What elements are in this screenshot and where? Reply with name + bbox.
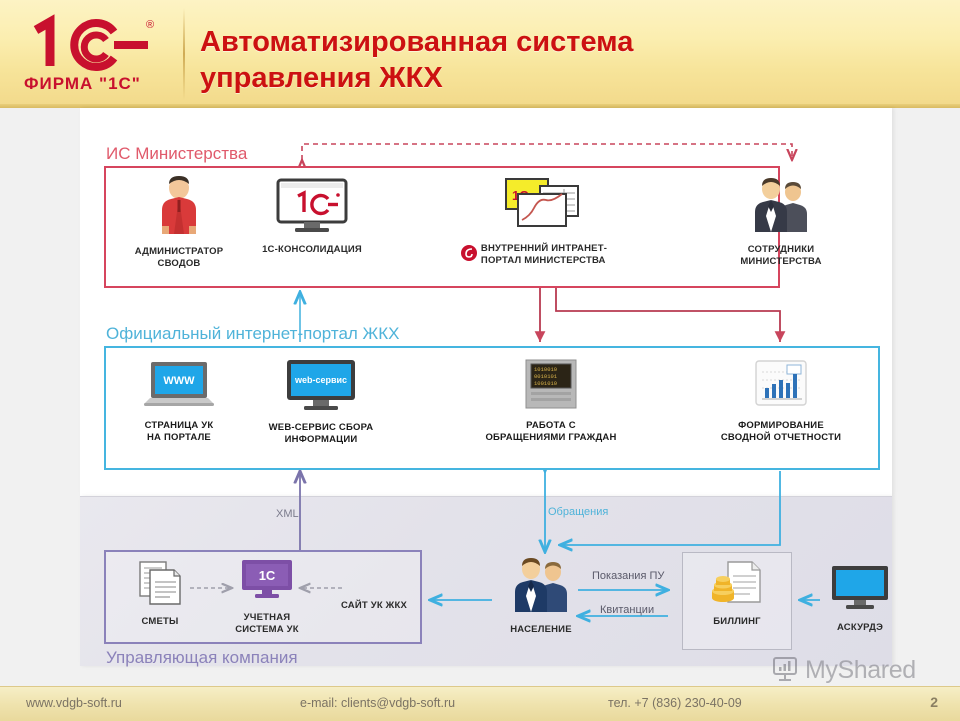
node-label: БИЛЛИНГ — [713, 616, 761, 627]
company-logo: ® ФИРМА "1С" — [10, 4, 182, 104]
node-label: ВНУТРЕННИЙ ИНТРАНЕТ- ПОРТАЛ МИНИСТЕРСТВА — [480, 243, 608, 266]
node-label: WEB-СЕРВИС СБОРА ИНФОРМАЦИИ — [268, 422, 374, 445]
laptop-screen-text: WWW — [163, 375, 195, 387]
section-title-company: Управляющая компания — [106, 648, 298, 667]
two-people-suits-icon — [726, 176, 836, 239]
footer-website[interactable]: www.vdgb-soft.ru — [26, 696, 122, 710]
monitor-blue-icon — [818, 564, 902, 617]
bar-chart-doc-icon — [706, 358, 856, 415]
node-population[interactable]: НАСЕЛЕНИЕ — [498, 556, 584, 636]
page-title: Автоматизированная система управления ЖК… — [200, 24, 940, 96]
node-ministry-employees[interactable]: СОТРУДНИКИ МИНИСТЕРСТВА — [726, 176, 836, 268]
header-divider — [183, 8, 185, 100]
watermark-label: MyShared — [805, 656, 916, 684]
node-billing[interactable]: БИЛЛИНГ — [694, 560, 780, 628]
node-administrator[interactable]: АДМИНИСТРАТОР СВОДОВ — [124, 176, 234, 270]
node-web-service[interactable]: web-сервис WEB-СЕРВИС СБОРА ИНФОРМАЦИИ — [256, 358, 386, 446]
section-box-ministry — [104, 166, 780, 288]
slide-header: ® ФИРМА "1С" Автоматизированная система … — [0, 0, 960, 108]
page-number: 2 — [930, 694, 938, 710]
windows-charts-icon: 1C — [452, 176, 616, 237]
edge-label-receipts: Квитанции — [600, 604, 655, 616]
presentation-chart-icon — [770, 653, 800, 688]
monitor-screen-text: web-сервис — [294, 375, 347, 385]
edge-label-xml: XML — [276, 508, 299, 520]
footer-email[interactable]: e-mail: clients@vdgb-soft.ru — [300, 696, 456, 710]
node-label: САЙТ УК ЖКХ — [340, 600, 408, 611]
monitor-1c-purple-icon: 1С — [226, 558, 308, 607]
node-label: УЧЕТНАЯ СИСТЕМА УК — [235, 612, 299, 635]
documents-stack-icon — [122, 560, 198, 611]
edge-label-appeals: Обращения — [548, 506, 609, 518]
logo-firma-label: ФИРМА "1С" — [24, 74, 141, 93]
node-intranet-portal[interactable]: 1C ВНУТРЕННИЙ ИНТРАНЕТ- ПОРТАЛ МИНИСТЕРС… — [452, 176, 616, 267]
svg-text:0010101: 0010101 — [534, 373, 558, 380]
node-label: АДМИНИСТРАТОР СВОДОВ — [134, 246, 224, 269]
node-uk-page[interactable]: WWW СТРАНИЦА УК НА ПОРТАЛЕ — [124, 360, 234, 444]
svg-text:1010010: 1010010 — [534, 366, 557, 373]
node-label: АСКУРДЭ — [836, 622, 884, 633]
node-uk-site[interactable]: САЙТ УК ЖКХ — [332, 595, 416, 612]
node-uk-accounting-system[interactable]: 1С УЧЕТНАЯ СИСТЕМА УК — [226, 558, 308, 636]
node-1c-consolidation[interactable]: 1С-КОНСОЛИДАЦИЯ — [252, 178, 372, 256]
node-label: РАБОТА С ОБРАЩЕНИЯМИ ГРАЖДАН — [485, 420, 617, 443]
terminal-binary-icon: 1010010 0010101 1001010 — [478, 358, 624, 415]
footer-phone: тел. +7 (836) 230-40-09 — [608, 696, 742, 710]
section-box-portal — [104, 346, 880, 470]
slide-body: ИС Министерства Официальный интернет-пор… — [0, 108, 960, 686]
node-label: СТРАНИЦА УК НА ПОРТАЛЕ — [144, 420, 214, 443]
laptop-www-icon: WWW — [124, 360, 234, 415]
monitor-screen-text: 1С — [259, 568, 276, 583]
node-label: СМЕТЫ — [141, 616, 179, 627]
node-citizen-appeals[interactable]: 1010010 0010101 1001010 РАБОТА С ОБРАЩЕН… — [478, 358, 624, 444]
page-title-line1: Автоматизированная система — [200, 26, 634, 58]
monitor-web-icon: web-сервис — [256, 358, 386, 417]
node-label: НАСЕЛЕНИЕ — [510, 624, 572, 635]
person-red-icon — [124, 176, 234, 241]
node-summary-reporting[interactable]: ФОРМИРОВАНИЕ СВОДНОЙ ОТЧЕТНОСТИ — [706, 358, 856, 444]
svg-text:®: ® — [146, 19, 154, 31]
svg-text:1001010: 1001010 — [534, 380, 557, 387]
invoice-coins-icon — [694, 560, 780, 611]
node-estimates[interactable]: СМЕТЫ — [122, 560, 198, 628]
monitor-1c-icon — [252, 178, 372, 239]
edge-label-meters: Показания ПУ — [592, 570, 665, 582]
node-askurde[interactable]: АСКУРДЭ — [818, 564, 902, 634]
bitrix-swirl-icon — [460, 244, 477, 266]
node-label: ФОРМИРОВАНИЕ СВОДНОЙ ОТЧЕТНОСТИ — [720, 420, 842, 443]
node-label: СОТРУДНИКИ МИНИСТЕРСТВА — [740, 244, 822, 267]
slide-footer: www.vdgb-soft.ru e-mail: clients@vdgb-so… — [0, 686, 960, 721]
section-title-portal: Официальный интернет-портал ЖКХ — [106, 324, 400, 343]
1c-logo-icon: ® — [28, 14, 168, 72]
node-label: 1С-КОНСОЛИДАЦИЯ — [262, 244, 362, 255]
myshared-watermark: MyShared — [770, 653, 916, 688]
section-title-ministry: ИС Министерства — [106, 144, 248, 163]
two-people-suits-icon — [498, 556, 584, 619]
page-title-line2: управления ЖКХ — [200, 62, 443, 94]
